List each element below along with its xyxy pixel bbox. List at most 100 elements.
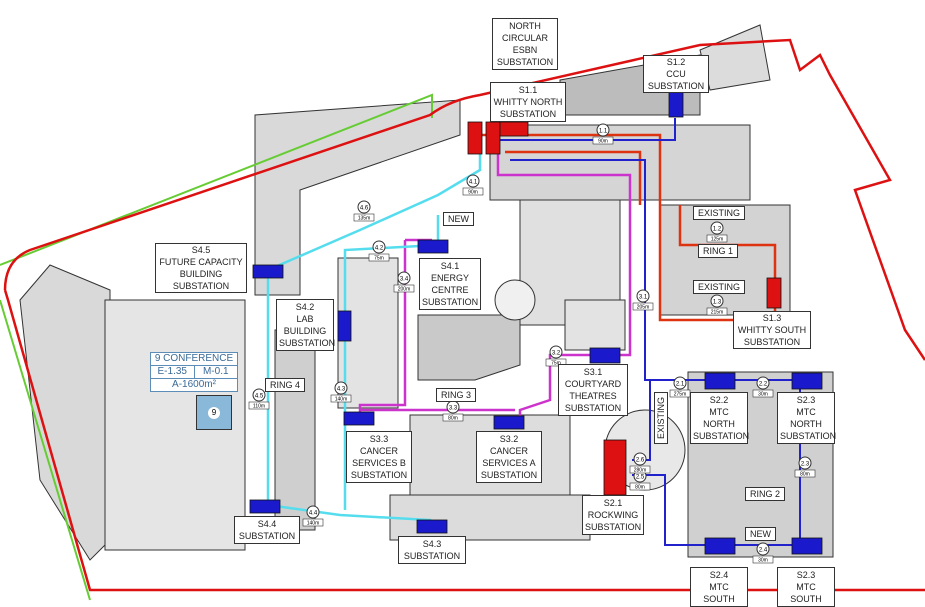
conference-metrics: E-1.35 M-0.1 [151, 366, 237, 379]
label-line: CIRCULAR [501, 33, 548, 43]
label-line: SUBSTATION [172, 281, 230, 291]
new-substation-s4-2 [337, 310, 352, 342]
label-line: S3.1 [583, 367, 603, 377]
cable-length-label: 110m [253, 404, 265, 410]
cable-length-label: 90m [468, 190, 478, 196]
label-line: BUILDING [179, 269, 223, 279]
cable-length-label: 215m [711, 310, 724, 316]
new-substation-s3-2 [493, 415, 525, 430]
cable-length-label: 125m [711, 237, 724, 243]
label-line: S1.3 [762, 313, 782, 323]
cable-length-box [368, 253, 390, 262]
cable-length-label: 200m [398, 287, 411, 293]
cable-length-box [248, 401, 270, 410]
label-line: MTC [709, 582, 729, 592]
tag-ring-4: RING 4 [265, 378, 306, 392]
label-line: MTC [796, 582, 816, 592]
label-line: S1.2 [666, 57, 686, 67]
label-line: FUTURE CAPACITY [159, 257, 243, 267]
cable-length-label: 80m [448, 416, 458, 422]
label-line: S2.2 [709, 395, 729, 405]
tag-ring-2: RING 2 [745, 487, 786, 501]
existing-substation-s1-1c [499, 121, 529, 137]
label-line: S1.1 [518, 85, 538, 95]
label-line: NORTH [790, 419, 822, 429]
label-line: SUBSTATION [279, 338, 336, 348]
cable-marker-id: 2.4 [759, 548, 768, 554]
building-ring4-corridor [274, 329, 316, 531]
conference-m-value: M-0.1 [202, 366, 229, 377]
cable-length-box [330, 394, 352, 403]
cable-length-box [592, 136, 614, 145]
label-line: NORTH [509, 21, 541, 31]
label-line: BUILDING [283, 326, 327, 336]
cable-length-label: 80m [635, 485, 645, 491]
cable-length-label: 140m [335, 397, 348, 403]
label-line: SERVICES B [352, 458, 406, 468]
cable-marker-circle [596, 123, 610, 137]
cable-length-box [353, 213, 375, 222]
cable-length-box [632, 302, 654, 311]
conference-e-value: E-1.35 [151, 366, 195, 378]
building-6b [417, 314, 521, 381]
label-line: CANCER [489, 446, 528, 456]
label-line: S4.5 [191, 245, 211, 255]
cable-marker-id: 4.6 [360, 206, 369, 212]
label-line: LAB [296, 314, 314, 324]
new-substation-s1-2 [668, 91, 684, 118]
cable-marker-id: 2.6 [636, 458, 645, 464]
cable-marker-circle [549, 345, 563, 359]
cable-length-box [706, 307, 728, 316]
existing-substation-s2-1 [603, 439, 627, 496]
label-line: S3.2 [499, 434, 519, 444]
cable-marker-circle [633, 452, 647, 466]
label-line: SUBSTATION [403, 551, 461, 561]
cable-marker-circle [397, 271, 411, 285]
existing-substation-s1-3 [766, 277, 782, 309]
label-line: SOUTH [703, 594, 735, 604]
label-line: COURTYARD [564, 379, 622, 389]
cable-length-label: 275m [674, 392, 687, 398]
cable-length-box [302, 518, 324, 527]
cable-length-label: 80m [800, 472, 810, 478]
cable-marker-id: 4.3 [337, 387, 346, 393]
cable-length-label: 75m [551, 361, 561, 367]
cable-length-box [393, 284, 415, 293]
new-substation-s2-3s [791, 537, 823, 555]
cable-length-label: 280m [634, 468, 647, 474]
new-substation-s2-2 [704, 372, 736, 390]
cable-length-label: 140m [307, 521, 320, 527]
label-line: S2.3 [796, 395, 816, 405]
cable-length-box [752, 555, 774, 564]
label-line: SUBSTATION [238, 531, 296, 541]
cable-marker-circle [798, 456, 812, 470]
new-substation-s3-3 [343, 411, 375, 426]
tag-new-top: NEW [443, 212, 474, 226]
cable-marker-id: 1.3 [713, 300, 722, 306]
label-line: SUBSTATION [647, 81, 705, 91]
cable-marker-circle [710, 294, 724, 308]
cable-marker-id: 4.4 [309, 511, 318, 517]
conference-block-number: 9 [208, 406, 220, 419]
cable-marker-circle [756, 542, 770, 556]
label-line: S4.3 [422, 539, 442, 549]
label-line: SUBSTATION [480, 470, 538, 480]
cable-marker-circle [636, 289, 650, 303]
cable-length-label: 75m [374, 256, 384, 262]
label-line: SUBSTATION [422, 297, 479, 307]
cable-marker-id: 2.1 [676, 382, 685, 388]
new-substation-s4-3 [416, 519, 448, 534]
cable-length-box [752, 389, 774, 398]
label-line: S2.3 [796, 570, 816, 580]
label-line: SOUTH [790, 594, 822, 604]
label-line: SERVICES A [482, 458, 536, 468]
